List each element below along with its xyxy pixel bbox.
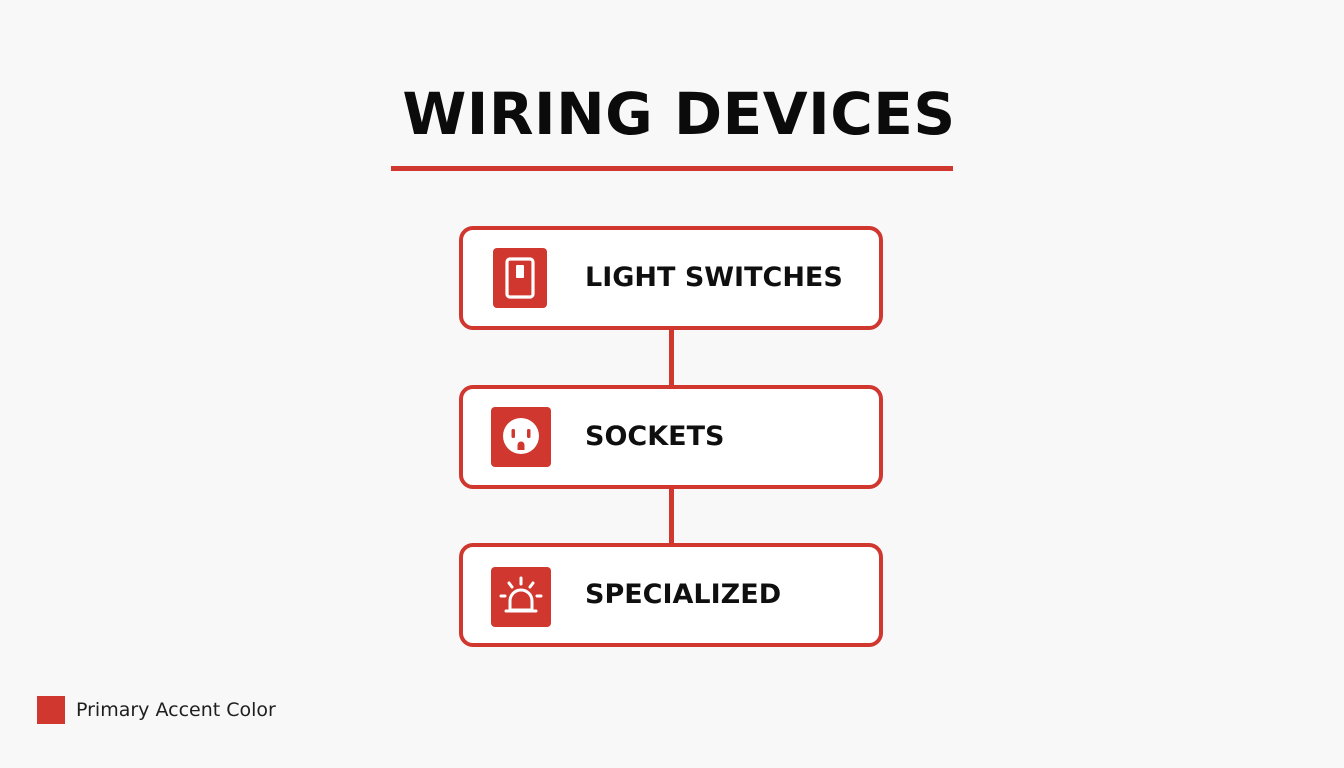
legend-swatch xyxy=(37,696,65,724)
device-node-sockets: SOCKETS xyxy=(459,385,883,489)
device-label: SPECIALIZED xyxy=(585,579,782,610)
socket-outlet-icon xyxy=(491,407,551,467)
light-switch-icon xyxy=(493,248,547,308)
device-node-light-switches: LIGHT SWITCHES xyxy=(459,226,883,330)
connector-line xyxy=(669,487,674,545)
alarm-beacon-icon xyxy=(491,567,551,627)
device-label: SOCKETS xyxy=(585,421,725,452)
title-underline xyxy=(391,166,953,171)
legend-label: Primary Accent Color xyxy=(76,699,276,721)
connector-line xyxy=(669,328,674,386)
device-node-specialized: SPECIALIZED xyxy=(459,543,883,647)
device-label: LIGHT SWITCHES xyxy=(585,262,843,293)
diagram-title: WIRING DEVICES xyxy=(402,80,956,148)
